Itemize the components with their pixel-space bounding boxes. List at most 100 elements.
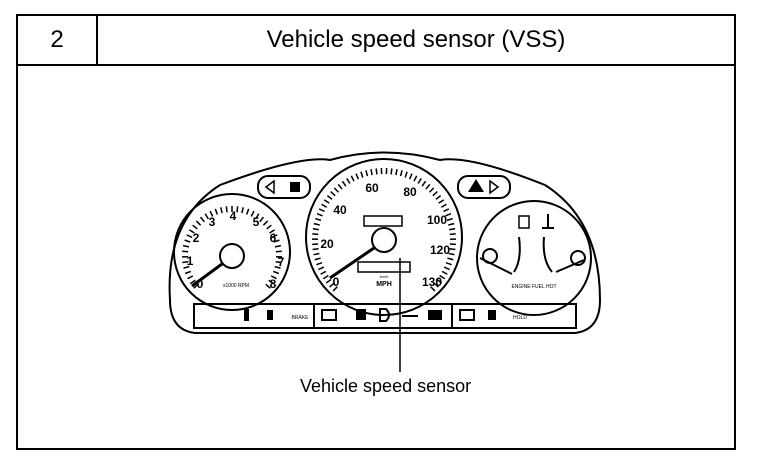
table-header: 2 Vehicle speed sensor (VSS) xyxy=(18,16,734,66)
dial-tick xyxy=(321,203,328,208)
dial-tick xyxy=(271,234,278,239)
dial-tick xyxy=(236,206,239,213)
dial-tick xyxy=(275,250,282,253)
dial-tick xyxy=(189,279,196,285)
dial-tick xyxy=(204,213,209,220)
dial-tick xyxy=(355,173,360,180)
dial-tick xyxy=(448,252,455,256)
dial-tick xyxy=(436,278,443,284)
tach-label-7: 7 xyxy=(278,255,285,269)
dial-tick xyxy=(193,283,199,289)
dial-tick xyxy=(408,173,413,180)
dial-tick xyxy=(417,177,422,184)
dial-tick xyxy=(316,261,323,266)
fuel-temp-gauge: ENGINE FUEL HOT xyxy=(476,200,592,316)
dial-tick xyxy=(269,229,276,234)
dial-tick xyxy=(312,227,319,231)
speedo-label-130: 130 xyxy=(422,275,442,289)
vss-callout-label: Vehicle speed sensor xyxy=(300,376,472,396)
speedo-label-0: 0 xyxy=(333,275,340,289)
section-number: 2 xyxy=(18,16,98,64)
dial-tick xyxy=(341,180,347,187)
dial-tick xyxy=(445,212,452,217)
dial-tick xyxy=(188,229,195,234)
dial-tick xyxy=(441,270,448,275)
dial-tick xyxy=(220,207,223,214)
tachometer: 0 1 2 3 4 5 6 7 8 x1000 RPM xyxy=(173,193,291,311)
dial-tick xyxy=(332,286,338,292)
speedometer: 0 20 40 60 80 100 120 130 km/h MPH xyxy=(305,158,463,316)
dial-tick xyxy=(225,206,228,213)
dial-tick xyxy=(182,260,189,264)
dial-tick xyxy=(430,286,436,292)
cluster-bezel xyxy=(168,151,602,334)
indicator-brake: BRAKE xyxy=(292,315,310,321)
dial-tick xyxy=(360,171,364,178)
dial-tick xyxy=(365,170,369,177)
gauge-caption: ENGINE FUEL HOT xyxy=(511,284,556,290)
dial-tick xyxy=(273,239,280,243)
dial-tick xyxy=(330,191,336,197)
speedo-label-100: 100 xyxy=(427,213,447,227)
dial-tick xyxy=(184,270,192,275)
dial-tick xyxy=(199,216,205,223)
dial-tick xyxy=(329,282,335,288)
speedo-label-120: 120 xyxy=(430,243,450,257)
dial-tick xyxy=(318,208,325,213)
section-title: Vehicle speed sensor (VSS) xyxy=(266,26,566,53)
dial-tick xyxy=(274,265,281,269)
dial-tick xyxy=(184,239,191,243)
tach-label-1: 1 xyxy=(187,254,194,268)
tach-label-5: 5 xyxy=(253,215,260,229)
dial-tick xyxy=(439,274,446,280)
dial-tick xyxy=(265,283,271,289)
dial-tick xyxy=(187,275,194,280)
dial-tick xyxy=(318,266,325,271)
dial-tick xyxy=(320,270,327,275)
dial-tick xyxy=(262,220,269,226)
speedo-label-60: 60 xyxy=(365,181,379,195)
dial-tick xyxy=(370,169,373,176)
dial-tick xyxy=(428,187,435,193)
left-turn-signal xyxy=(257,175,311,199)
tach-label-8: 8 xyxy=(270,277,277,291)
dial-tick xyxy=(315,217,322,222)
dial-tick xyxy=(245,208,250,215)
dial-tick xyxy=(445,261,452,266)
dial-tick xyxy=(323,199,330,204)
speedo-label-40: 40 xyxy=(333,203,347,217)
document-frame: 2 Vehicle speed sensor (VSS) xyxy=(16,14,736,450)
dial-tick xyxy=(395,169,398,176)
dial-tick xyxy=(438,199,445,204)
dial-tick xyxy=(346,177,351,184)
dial-tick xyxy=(214,208,219,215)
dial-tick xyxy=(425,183,431,190)
dial-tick xyxy=(268,279,275,285)
right-turn-signal xyxy=(457,175,511,199)
dial-tick xyxy=(182,244,190,248)
dial-tick xyxy=(350,175,355,182)
tach-label-2: 2 xyxy=(193,231,200,245)
dial-tick xyxy=(313,252,320,256)
dial-tick xyxy=(390,168,393,175)
dial-tick xyxy=(326,195,333,200)
dial-tick xyxy=(449,227,456,231)
dial-tick xyxy=(275,260,282,264)
indicator-hold: HOLD xyxy=(513,315,527,321)
dial-tick xyxy=(266,224,272,230)
dial-tick xyxy=(449,248,456,251)
dial-tick xyxy=(250,210,255,217)
dial-tick xyxy=(192,224,198,230)
dial-tick xyxy=(209,210,214,217)
dial-tick xyxy=(413,175,418,182)
speedo-label-20: 20 xyxy=(320,237,334,251)
dial-tick xyxy=(447,257,454,261)
speedo-label-80: 80 xyxy=(403,185,417,199)
dial-tick xyxy=(255,213,260,220)
tach-label-3: 3 xyxy=(209,215,216,229)
dial-tick xyxy=(313,222,320,226)
dial-tick xyxy=(443,266,450,271)
dial-tick xyxy=(183,265,190,269)
dial-tick xyxy=(443,208,450,213)
